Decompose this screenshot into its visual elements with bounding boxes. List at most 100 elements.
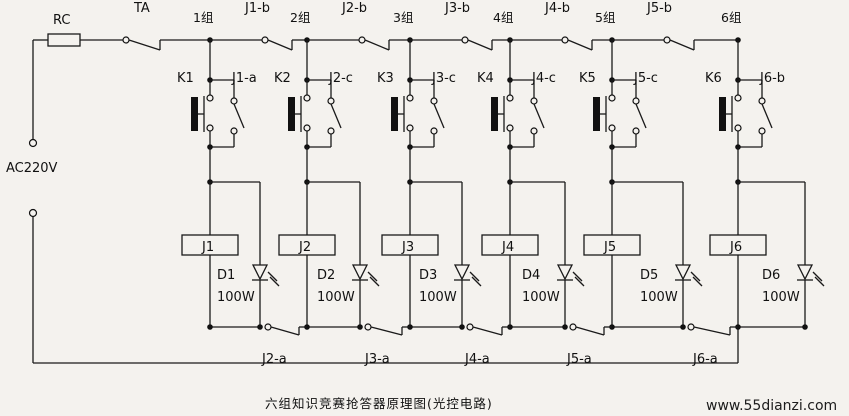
rc-resistor <box>47 33 81 47</box>
button-terminal <box>206 94 214 102</box>
bottom-contact-label: J6-a <box>692 352 718 367</box>
bottom-node <box>207 324 213 330</box>
button-terminal <box>303 124 311 132</box>
led-triangle <box>251 264 269 281</box>
push-button-body <box>491 97 498 131</box>
push-button-body <box>191 97 198 131</box>
contact-terminal <box>530 97 538 105</box>
button-label: K3 <box>377 71 394 86</box>
lamp-power-label: 100W <box>419 290 457 305</box>
self-hold-contact-label: J2-c <box>328 71 353 86</box>
top-contact-blade <box>364 39 390 51</box>
top-contact-blade <box>467 39 493 51</box>
led-light-arrow <box>367 271 378 282</box>
lamp-label: D6 <box>762 268 780 283</box>
led-light-arrow <box>692 276 703 287</box>
button-terminal <box>303 94 311 102</box>
push-button-body <box>719 97 726 131</box>
lamp-power-label: 100W <box>640 290 678 305</box>
relay-label: J2 <box>298 240 311 255</box>
bottom-contact-label: J5-a <box>566 352 592 367</box>
ta-label: TA <box>133 1 150 16</box>
top-contact-terminal <box>358 36 366 44</box>
contact-terminal <box>758 97 766 105</box>
group-label: 6组 <box>721 10 741 25</box>
contact-blade <box>433 103 445 129</box>
contact-terminal <box>530 127 538 135</box>
led-triangle <box>453 264 471 281</box>
top-contact-terminal <box>461 36 469 44</box>
group-label: 4组 <box>493 10 513 25</box>
group-label: 3组 <box>393 10 413 25</box>
group-label: 1组 <box>193 10 213 25</box>
bottom-contact-label: J3-a <box>364 352 390 367</box>
push-button-body <box>288 97 295 131</box>
top-contact-terminal <box>561 36 569 44</box>
group-label: 5组 <box>595 10 615 25</box>
led-light-arrow <box>471 276 482 287</box>
bottom-contact-terminal <box>364 323 372 331</box>
contact-terminal <box>632 97 640 105</box>
lamp-power-label: 100W <box>762 290 800 305</box>
relay-label: J1 <box>201 240 214 255</box>
lamp-label: D2 <box>317 268 335 283</box>
relay-label: J6 <box>729 240 742 255</box>
bottom-contact-blade <box>472 326 503 336</box>
button-label: K4 <box>477 71 494 86</box>
led-triangle <box>796 264 814 281</box>
bottom-contact-blade <box>370 326 403 336</box>
button-label: K6 <box>705 71 722 86</box>
contact-terminal <box>327 97 335 105</box>
rc-label: RC <box>53 13 70 28</box>
led-light-arrow <box>369 276 380 287</box>
contact-terminal <box>230 97 238 105</box>
bottom-contact-blade <box>575 326 605 336</box>
button-terminal <box>406 94 414 102</box>
bottom-node <box>257 324 263 330</box>
self-hold-contact-label: J6-b <box>759 71 785 86</box>
button-terminal <box>506 124 514 132</box>
ac-terminal-bottom <box>28 208 38 218</box>
ac-terminal-top <box>28 138 38 148</box>
push-button-body <box>593 97 600 131</box>
lamp-label: D4 <box>522 268 540 283</box>
contact-terminal <box>758 127 766 135</box>
ta-switch-left-terminal <box>122 36 130 44</box>
led-light-arrow <box>812 271 823 282</box>
self-hold-contact-label: J5-c <box>633 71 658 86</box>
bottom-contact-label: J4-a <box>464 352 490 367</box>
lamp-label: D1 <box>217 268 235 283</box>
bottom-contact-terminal <box>264 323 272 331</box>
top-contact-label: J2-b <box>341 1 367 16</box>
contact-terminal <box>632 127 640 135</box>
contact-blade <box>635 103 647 129</box>
lamp-label: D3 <box>419 268 437 283</box>
self-hold-contact-label: J1-a <box>231 71 257 86</box>
top-contact-terminal <box>663 36 671 44</box>
bottom-contact-blade <box>693 326 731 336</box>
button-terminal <box>206 124 214 132</box>
lamp-power-label: 100W <box>217 290 255 305</box>
top-contact-label: J1-b <box>244 1 270 16</box>
led-light-arrow <box>574 276 585 287</box>
relay-label: J3 <box>401 240 414 255</box>
led-light-arrow <box>267 271 278 282</box>
button-label: K5 <box>579 71 596 86</box>
top-contact-blade <box>267 39 293 51</box>
led-light-arrow <box>269 276 280 287</box>
button-terminal <box>506 94 514 102</box>
button-terminal <box>734 94 742 102</box>
relay-label: J5 <box>603 240 616 255</box>
diagram-caption: 六组知识竞赛抢答器原理图(光控电路) <box>265 396 493 411</box>
bottom-contact-blade <box>270 326 300 336</box>
top-contact-blade <box>567 39 593 51</box>
button-terminal <box>406 124 414 132</box>
contact-blade <box>233 103 245 129</box>
ta-switch-blade <box>128 39 161 51</box>
